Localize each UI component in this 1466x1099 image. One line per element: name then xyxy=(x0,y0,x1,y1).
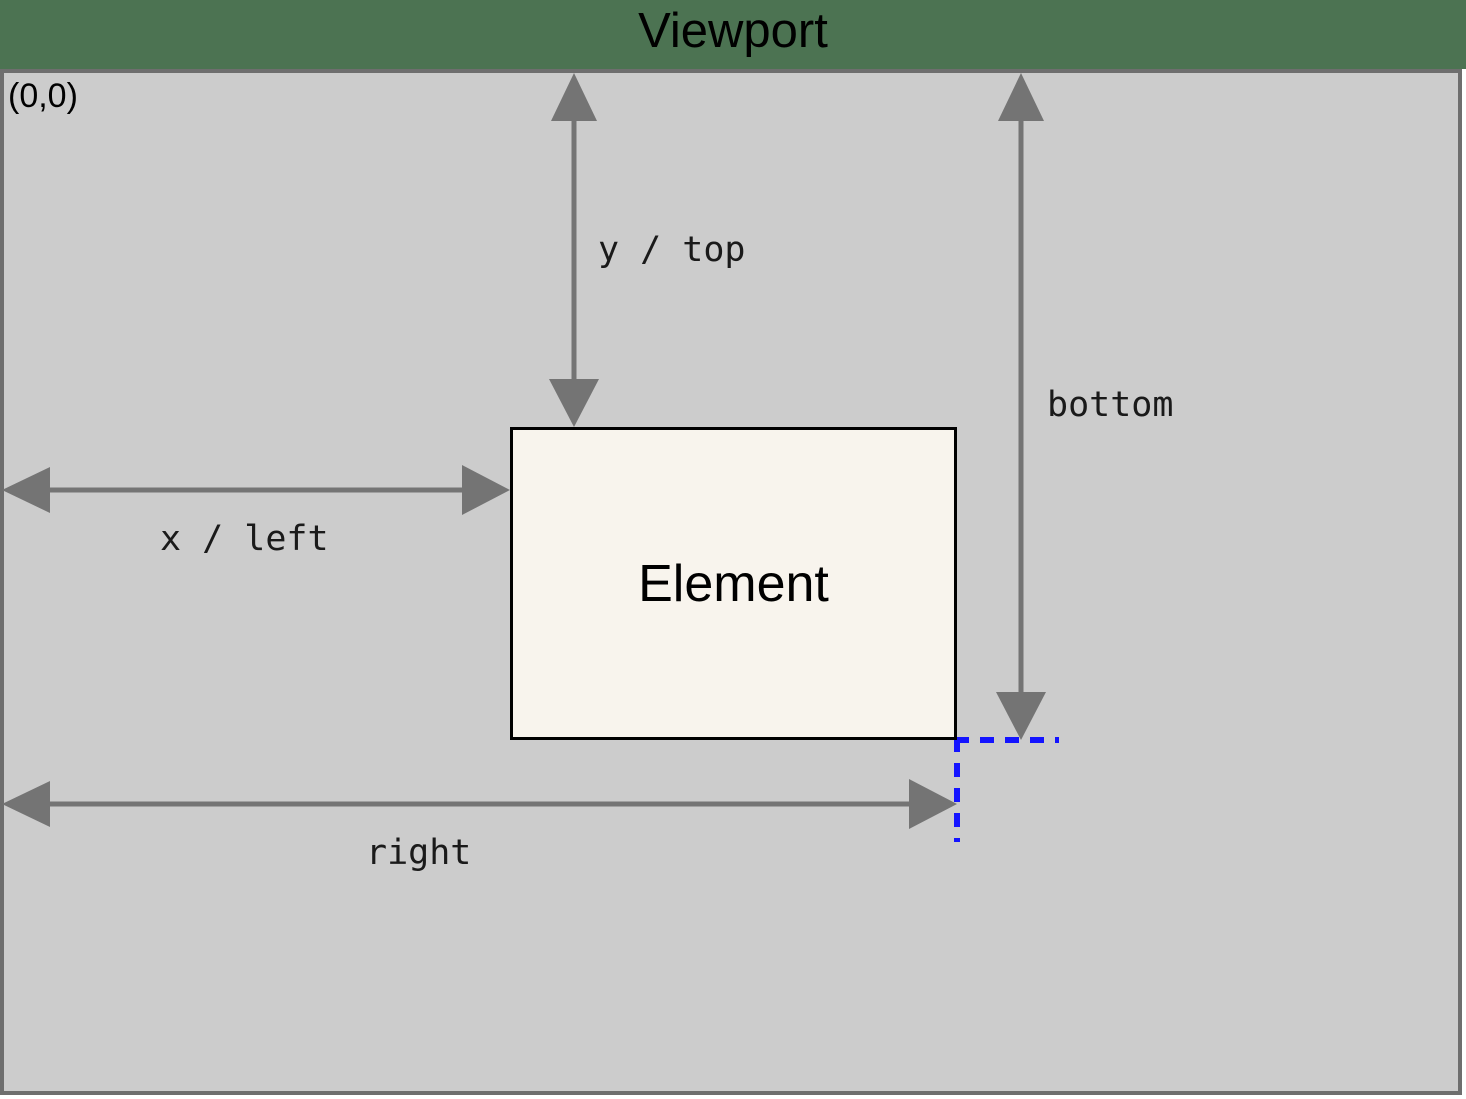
element-rect: Element xyxy=(510,427,957,740)
measurement-label-y-top: y / top xyxy=(598,230,746,270)
viewport-header-band xyxy=(0,0,1466,69)
element-label: Element xyxy=(638,554,829,613)
measurement-label-x-left: x / left xyxy=(160,519,329,559)
page-title: Viewport xyxy=(638,4,828,58)
origin-coordinate-label: (0,0) xyxy=(8,77,78,115)
measurement-label-bottom: bottom xyxy=(1047,385,1174,425)
measurement-label-right: right xyxy=(366,833,472,873)
